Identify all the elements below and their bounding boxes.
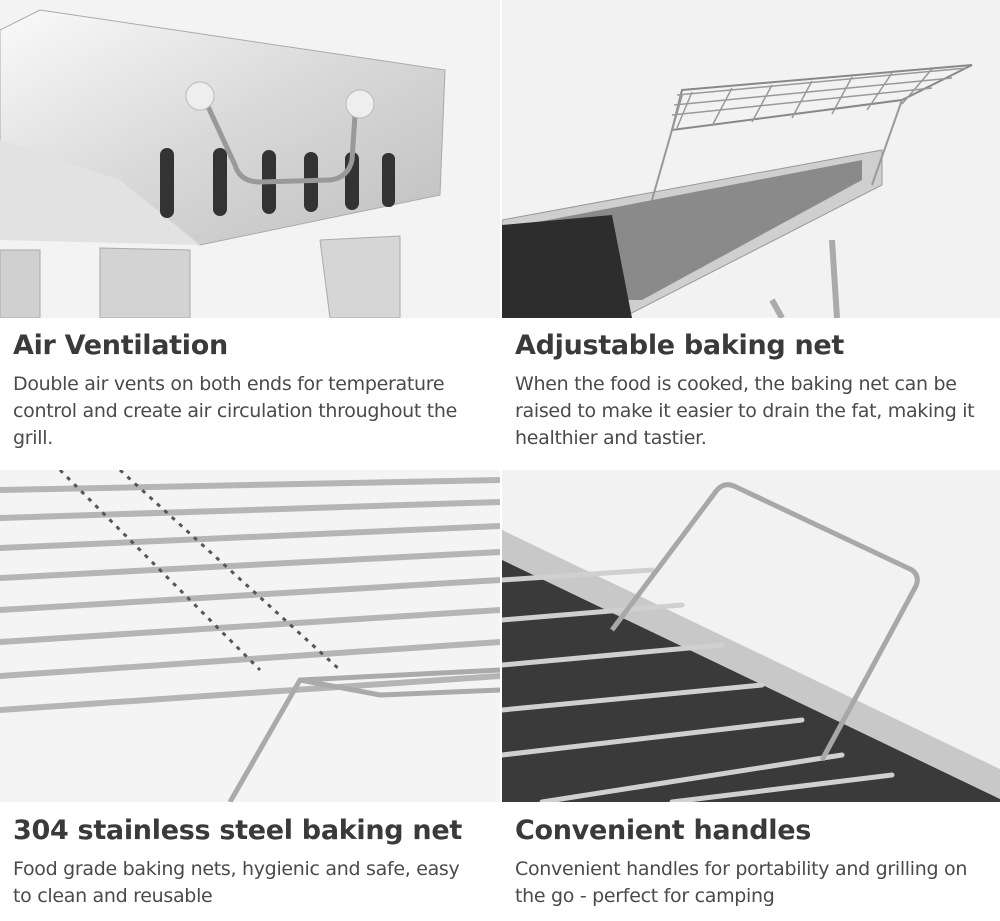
panel-title: 304 stainless steel baking net bbox=[13, 815, 462, 846]
caption: 304 stainless steel baking net Food grad… bbox=[13, 815, 480, 910]
caption: Convenient handles Convenient handles fo… bbox=[515, 815, 982, 910]
steel-net-closeup-photo bbox=[0, 470, 500, 802]
panel-description: When the food is cooked, the baking net … bbox=[515, 373, 975, 449]
feature-panel-steel-net: 304 stainless steel baking net Food grad… bbox=[0, 470, 500, 921]
panel-description: Food grade baking nets, hygienic and saf… bbox=[13, 858, 460, 907]
caption: Air Ventilation Double air vents on both… bbox=[13, 330, 480, 452]
panel-title: Adjustable baking net bbox=[515, 330, 845, 361]
panel-description: Double air vents on both ends for temper… bbox=[13, 373, 458, 449]
panel-description: Convenient handles for portability and g… bbox=[515, 858, 968, 907]
panel-title: Air Ventilation bbox=[13, 330, 228, 361]
grill-handle-photo bbox=[502, 470, 1000, 802]
panel-title: Convenient handles bbox=[515, 815, 812, 846]
feature-panel-air-ventilation: Air Ventilation Double air vents on both… bbox=[0, 0, 500, 460]
raised-baking-net-photo bbox=[502, 0, 1000, 318]
feature-panel-adjustable-net: Adjustable baking net When the food is c… bbox=[502, 0, 1000, 460]
feature-panel-handles: Convenient handles Convenient handles fo… bbox=[502, 470, 1000, 921]
grill-vents-photo bbox=[0, 0, 500, 318]
caption: Adjustable baking net When the food is c… bbox=[515, 330, 982, 452]
